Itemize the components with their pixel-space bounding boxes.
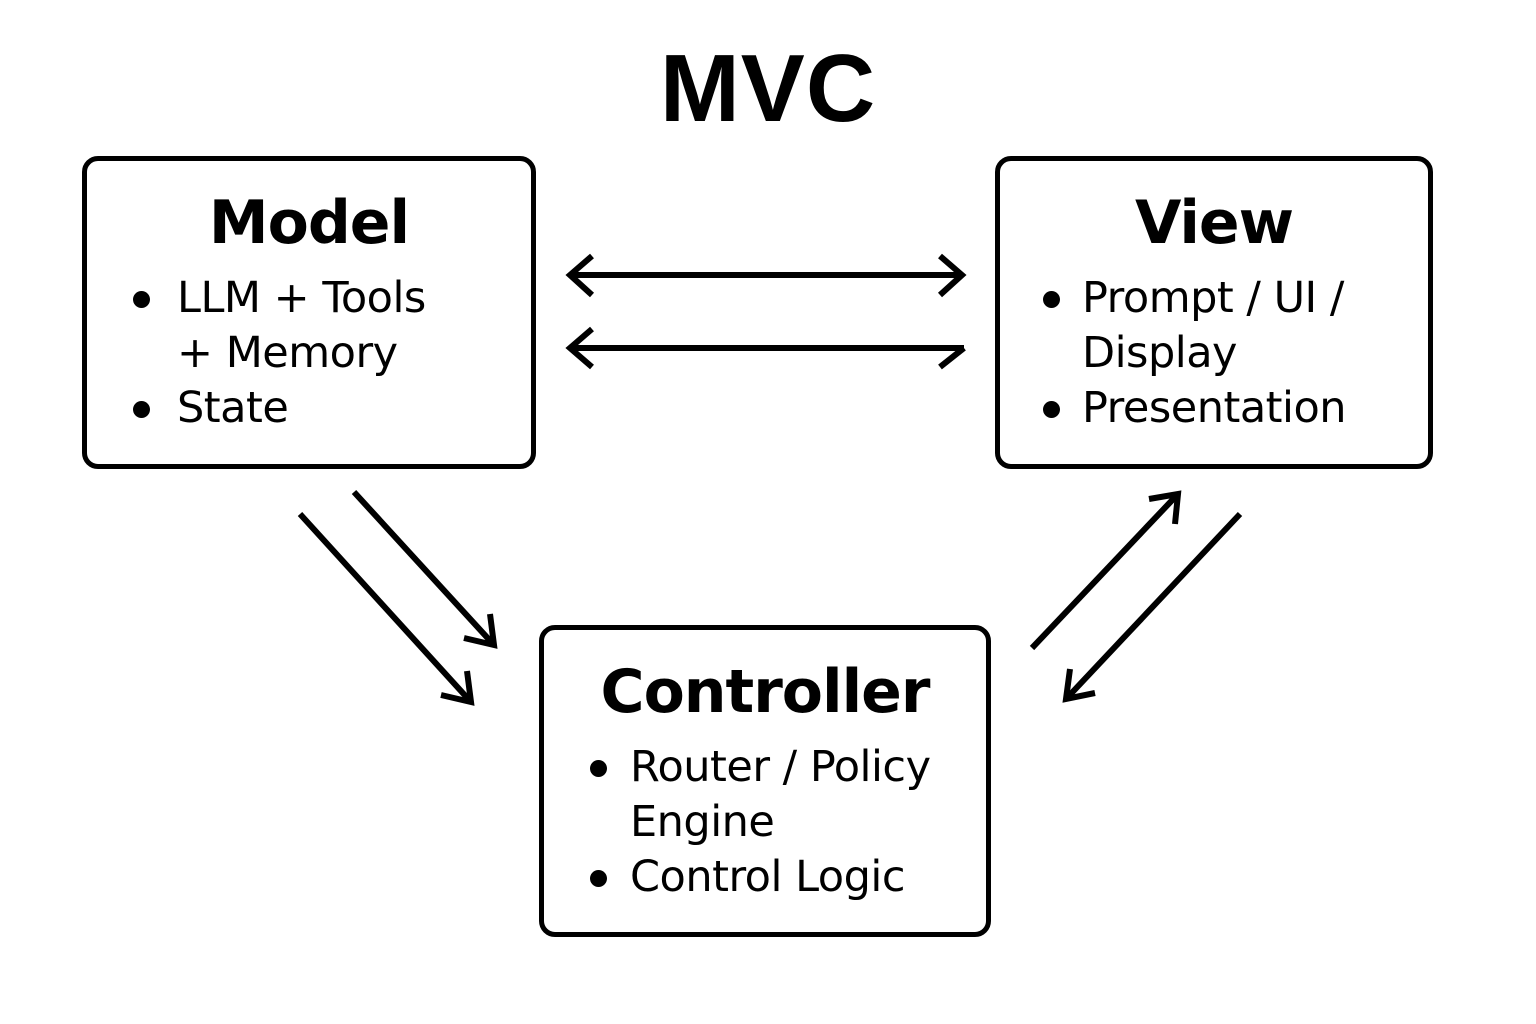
view-bullet-text: Prompt / UI / Display	[1082, 273, 1344, 378]
arrow-shaft	[351, 489, 497, 648]
model-title: Model	[208, 188, 410, 258]
model-box: Model LLM + Tools + Memory State	[82, 156, 536, 469]
arrow-head-icon	[1062, 668, 1096, 703]
controller-title: Controller	[600, 657, 931, 727]
bullet-dot-icon	[133, 291, 150, 308]
arrow-shaft	[1029, 491, 1181, 651]
arrow-head-right-icon	[937, 253, 967, 298]
model-bullet-text: State	[177, 383, 289, 433]
controller-bullet-item: Control Logic	[544, 850, 986, 905]
bullet-dot-icon	[133, 401, 150, 418]
diagram-title: MVC	[659, 35, 877, 142]
view-title: View	[1134, 188, 1294, 258]
arrow-controller-to-view	[1029, 490, 1182, 651]
arrow-view-to-controller	[1062, 511, 1243, 703]
arrow-model-to-controller-outer	[297, 511, 475, 706]
model-bullet-item: State	[87, 381, 531, 436]
view-bullet-text: Presentation	[1082, 383, 1347, 433]
view-bullet-item: Presentation	[1000, 381, 1428, 436]
arrow-tail-hook	[938, 345, 966, 370]
view-bullet-item: Prompt / UI / Display	[1000, 271, 1428, 381]
arrow-shaft	[1063, 511, 1243, 702]
view-box: View Prompt / UI / Display Presentation	[995, 156, 1433, 469]
arrow-head-icon	[1148, 490, 1182, 525]
bullet-dot-icon	[1043, 291, 1060, 308]
bullet-dot-icon	[590, 870, 607, 887]
arrow-head-left-icon	[565, 326, 594, 370]
model-bullet-text: LLM + Tools + Memory	[177, 273, 426, 378]
model-bullet-item: LLM + Tools + Memory	[87, 271, 531, 381]
arrow-model-to-controller-inner	[351, 489, 498, 649]
model-bullet-list: LLM + Tools + Memory State	[87, 271, 531, 436]
view-bullet-list: Prompt / UI / Display Presentation	[1000, 271, 1428, 436]
controller-bullet-text: Router / Policy Engine	[630, 742, 931, 847]
arrow-view-to-model	[565, 326, 966, 370]
controller-bullet-text: Control Logic	[630, 852, 906, 902]
controller-box: Controller Router / Policy Engine Contro…	[539, 625, 991, 937]
arrow-head-left-icon	[565, 253, 595, 298]
bullet-dot-icon	[590, 760, 607, 777]
arrow-head-icon	[463, 613, 498, 649]
arrow-model-view-bidirectional	[565, 253, 967, 298]
controller-bullet-item: Router / Policy Engine	[544, 740, 986, 850]
bullet-dot-icon	[1043, 401, 1060, 418]
controller-bullet-list: Router / Policy Engine Control Logic	[544, 740, 986, 905]
arrow-head-icon	[440, 670, 475, 706]
arrow-shaft	[297, 511, 474, 705]
